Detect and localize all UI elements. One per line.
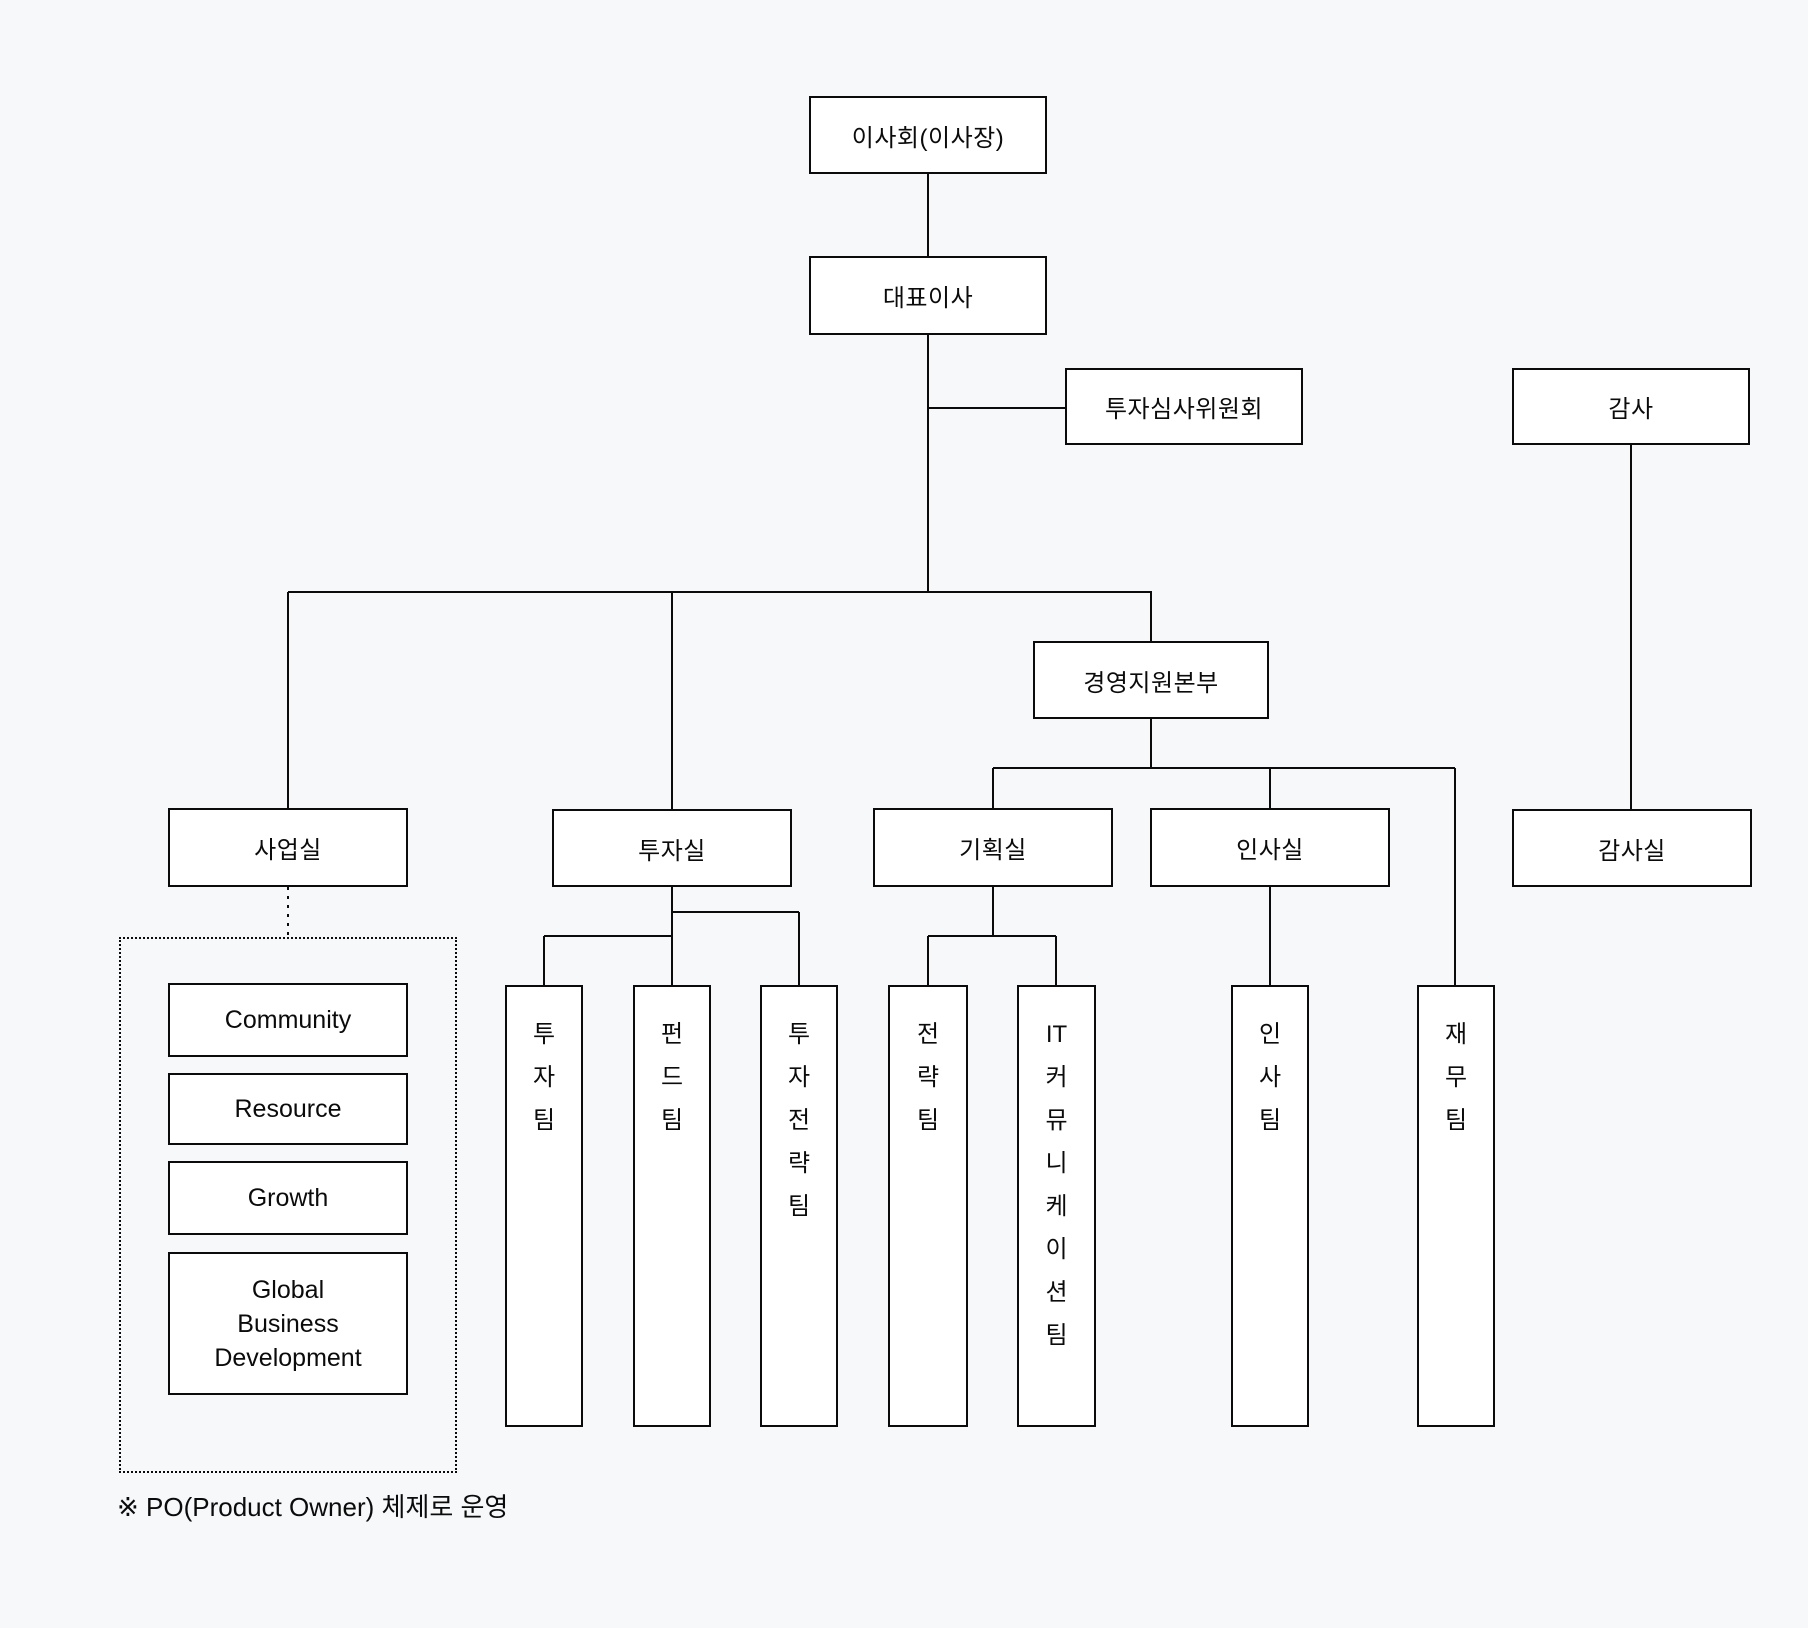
node-ceo-label: 대표이사 xyxy=(882,285,974,312)
node-po-resource: Resource xyxy=(168,1073,408,1145)
node-management-support-hq: 경영지원본부 xyxy=(1033,641,1269,719)
node-investment-office-label: 투자실 xyxy=(638,837,706,865)
node-investment-review-committee-label: 투자심사위원회 xyxy=(1104,396,1264,423)
node-planning-office-label: 기획실 xyxy=(959,837,1027,864)
node-board: 이사회(이사장) xyxy=(809,96,1047,174)
node-board-label: 이사회(이사장) xyxy=(851,124,1005,152)
node-investment-review-committee: 투자심사위원회 xyxy=(1065,368,1303,445)
node-investment-office: 투자실 xyxy=(552,809,792,887)
node-ceo: 대표이사 xyxy=(809,256,1047,335)
node-auditor-label: 감사 xyxy=(1608,396,1654,423)
node-po-resource-label: Resource xyxy=(234,1094,342,1123)
node-planning-office: 기획실 xyxy=(873,808,1113,887)
node-po-growth-label: Growth xyxy=(247,1183,329,1212)
footnote: ※ PO(Product Owner) 체제로 운영 xyxy=(117,1492,509,1522)
node-po-community-label: Community xyxy=(224,1005,352,1034)
node-management-support-hq-label: 경영지원본부 xyxy=(1083,669,1219,697)
node-auditor: 감사 xyxy=(1512,368,1750,445)
node-business-office: 사업실 xyxy=(168,808,408,887)
node-audit-office: 감사실 xyxy=(1512,809,1752,887)
node-audit-office-label: 감사실 xyxy=(1598,837,1666,865)
node-hr-office: 인사실 xyxy=(1150,808,1390,887)
node-business-office-label: 사업실 xyxy=(254,837,322,864)
node-po-growth: Growth xyxy=(168,1161,408,1235)
node-po-community: Community xyxy=(168,983,408,1057)
po-group-outline xyxy=(119,937,457,1473)
node-hr-office-label: 인사실 xyxy=(1236,837,1304,864)
